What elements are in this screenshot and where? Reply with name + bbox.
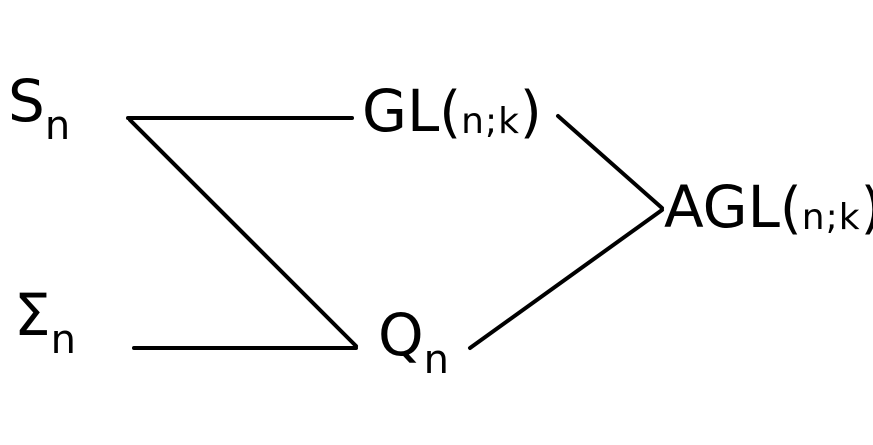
edge-sn-qn: [128, 118, 358, 348]
node-agl-symbol: AGL: [664, 173, 780, 241]
node-agl-open-paren: (: [779, 176, 802, 241]
node-gl-close-paren: ): [519, 80, 542, 145]
node-sigma-n: Σn: [14, 286, 76, 360]
node-q-subscript: n: [423, 337, 450, 383]
edge-qn-agl: [468, 208, 664, 350]
node-agl-args: n;k: [801, 197, 861, 238]
node-agl-n-k: AGL(n;k): [664, 178, 873, 237]
node-gl-args: n;k: [461, 101, 520, 142]
node-s-subscript: n: [44, 103, 71, 149]
edge-gl-agl: [556, 114, 664, 210]
node-q-n: Qn: [378, 306, 449, 380]
node-gl-n-k: GL(n;k): [362, 82, 542, 141]
node-sigma-subscript: n: [50, 317, 77, 363]
node-s-symbol: S: [8, 67, 45, 135]
node-agl-close-paren: ): [861, 176, 873, 241]
node-q-symbol: Q: [378, 301, 424, 369]
node-sigma-symbol: Σ: [14, 281, 51, 349]
node-gl-open-paren: (: [439, 80, 462, 145]
node-gl-symbol: GL: [362, 77, 440, 145]
node-s-n: Sn: [8, 72, 70, 146]
